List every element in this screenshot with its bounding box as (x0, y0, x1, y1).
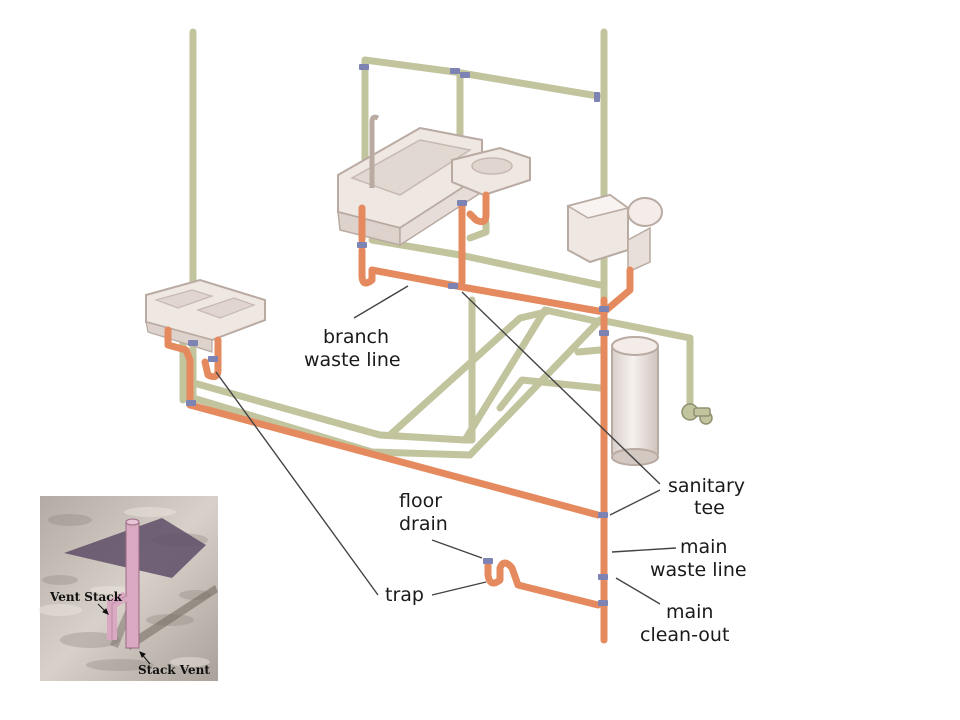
waste-pipes (164, 191, 634, 644)
label-main-clean-out-1: main (666, 601, 713, 623)
toilet-fixture (566, 193, 663, 274)
branch-waste-line-pipe (368, 266, 608, 316)
leader-trap-to-sink (215, 371, 379, 596)
vent-diag-2 (496, 376, 604, 412)
vent-riser-center (461, 296, 476, 444)
lower-waste-pipe (186, 401, 602, 519)
leader-sanitary-tee-2 (609, 489, 661, 516)
water-heater-fixture (611, 336, 659, 466)
vent-run-tank (574, 346, 604, 356)
bathtub-trap-pipe (358, 204, 376, 287)
label-main-waste-line-2: waste line (650, 559, 747, 581)
upper-lavatory-fixture (451, 146, 531, 197)
lavatory-trap-pipe (458, 191, 490, 286)
leader-main-clean-out (615, 577, 661, 605)
label-sanitary-tee-1: sanitary (668, 475, 745, 497)
sink-trap-pipe (164, 326, 222, 409)
leader-branch-waste-line (353, 285, 409, 319)
inset-label-vent-stack: Vent Stack (49, 590, 123, 604)
leader-trap-to-floor (431, 581, 487, 596)
leader-main-waste-line (611, 547, 677, 553)
toilet-drain-pipe (600, 266, 634, 316)
pipe-couplings (186, 64, 609, 606)
leader-lines (215, 285, 677, 605)
label-branch-waste-line-2: waste line (304, 349, 401, 371)
inset-vent-pipe (125, 521, 140, 649)
hose-bib-fixture (681, 403, 713, 425)
label-sanitary-tee-2: tee (694, 497, 725, 519)
top-vent-header (361, 56, 602, 100)
inset-label-stack-vent: Stack Vent (138, 663, 210, 677)
kitchen-sink-fixture (145, 278, 266, 353)
label-main-waste-line-1: main (680, 536, 727, 558)
label-floor-drain-2: drain (399, 513, 448, 535)
vent-run-right (596, 316, 694, 409)
vent-inset-image: Vent Stack Stack Vent (38, 496, 218, 681)
vent-run-lower-3 (466, 316, 604, 459)
floor-drain-pipe (484, 558, 602, 609)
leader-sanitary-tee-1 (461, 291, 661, 485)
diagram-labels: branch waste line floor drain trap sanit… (304, 326, 747, 646)
vent-link-2 (466, 218, 490, 242)
label-main-clean-out-2: clean-out (640, 624, 729, 646)
leader-floor-drain (431, 539, 483, 559)
vent-diag-1 (386, 308, 550, 439)
label-floor-drain-1: floor (399, 490, 442, 512)
label-trap: trap (385, 584, 424, 606)
label-branch-waste-line-1: branch (323, 326, 389, 348)
